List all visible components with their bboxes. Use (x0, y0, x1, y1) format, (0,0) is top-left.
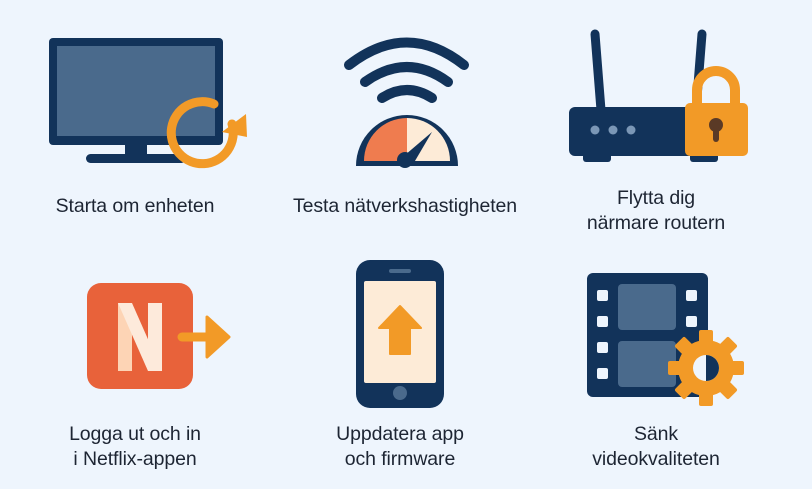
tip-label: Starta om enheten (55, 195, 215, 217)
tip-label: Testa nätverkshastigheten (292, 195, 518, 217)
tip-label: Flytta dig närmare routern (586, 187, 726, 234)
tip-label: Uppdatera app och firmware (336, 423, 464, 470)
tip-label: Logga ut och in i Netflix-appen (69, 423, 201, 470)
tip-label: Sänk videokvaliteten (592, 423, 720, 470)
